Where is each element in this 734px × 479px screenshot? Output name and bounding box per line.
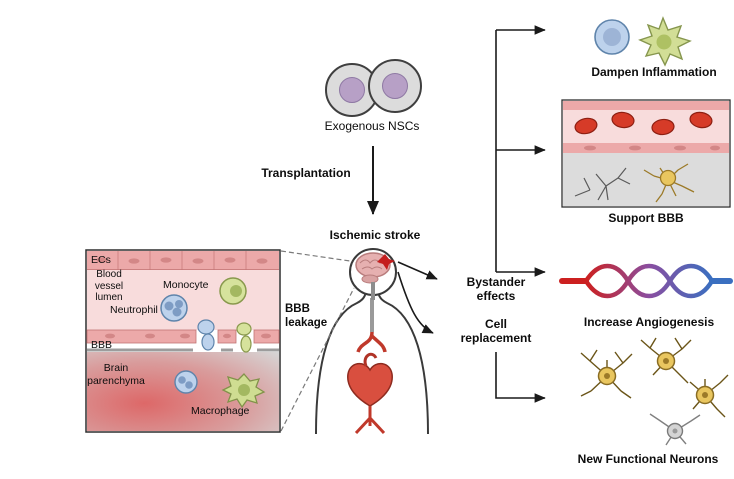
cell-replacement-label: Cell replacement [460,317,532,345]
stroke-lesion-icon [377,254,395,270]
bbb-label: BBB [91,339,113,351]
monocyte-label: Monocyte [163,279,209,291]
pathway-arrows [397,25,546,403]
inset-connector-lines [280,250,355,432]
brain-icon [355,252,395,300]
transmigrating-monocyte-icon [236,322,252,353]
blood-vessel-lumen-label: Blood vessel lumen [94,269,124,303]
brain-parenchyma-label: Brain parenchyma [87,362,145,387]
bbb-inset-panel [85,249,281,433]
new-functional-neurons-label: New Functional Neurons [577,452,719,466]
bbb-leakage-label: BBB leakage [285,303,328,329]
macrophage-icon [221,373,266,409]
monocyte-icon [219,277,247,305]
parenchyma-neutrophil-icon [174,370,198,394]
neutrophil-icon [160,294,188,322]
ecs-label: ECs [91,254,111,266]
increase-angiogenesis-icon [559,263,733,299]
new-functional-neurons-icon [580,337,729,446]
transmigrating-neutrophil-icon [197,319,215,351]
ischemic-stroke-label: Ischemic stroke [329,228,421,242]
bystander-effects-label: Bystander effects [466,275,526,303]
dampen-inflammation-label: Dampen Inflammation [591,65,717,79]
human-figure-icon [315,248,429,435]
support-bbb-label: Support BBB [608,211,684,225]
neutrophil-label: Neutrophil [110,304,158,316]
support-bbb-icon [561,99,731,208]
exogenous-nscs-icon [325,59,422,117]
dampen-inflammation-icon [594,16,692,67]
increase-angiogenesis-label: Increase Angiogenesis [583,315,715,329]
exogenous-nscs-label: Exogenous NSCs [324,119,420,133]
transplantation-label: Transplantation [261,166,351,180]
heart-icon [347,362,393,407]
macrophage-label: Macrophage [191,405,250,417]
